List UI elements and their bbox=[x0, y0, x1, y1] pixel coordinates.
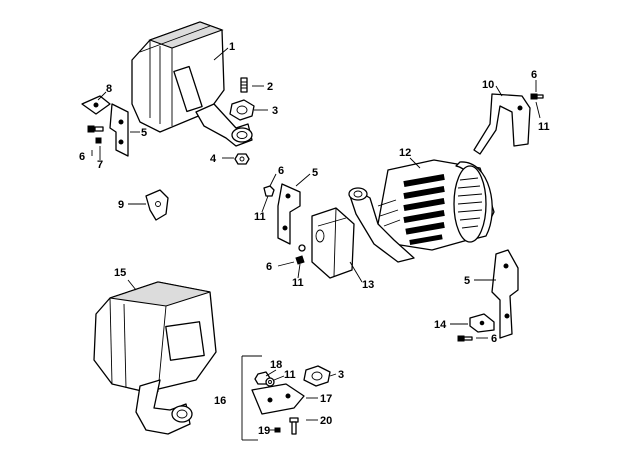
callout-13: 13 bbox=[362, 279, 374, 291]
nut bbox=[234, 153, 250, 165]
heat-shield-plate bbox=[311, 207, 355, 279]
bracket-part-9 bbox=[145, 189, 169, 221]
callout-15: 15 bbox=[114, 267, 126, 279]
gasket-upper bbox=[229, 99, 255, 121]
callout-6-mid: 6 bbox=[278, 165, 284, 177]
callout-11-mid-upper: 11 bbox=[254, 211, 266, 223]
washer-part-7 bbox=[95, 137, 102, 144]
callout-11-topright: 11 bbox=[538, 121, 550, 133]
washer-mid-lower bbox=[295, 244, 306, 265]
callout-11-mid-lower: 11 bbox=[292, 277, 304, 289]
washer-part-11 bbox=[265, 377, 275, 387]
callout-12: 12 bbox=[399, 147, 411, 159]
callout-18: 18 bbox=[270, 359, 282, 371]
clip-part-8 bbox=[81, 95, 111, 115]
clamp-part-14 bbox=[469, 313, 495, 333]
callout-4: 4 bbox=[210, 153, 217, 165]
callout-10: 10 bbox=[482, 79, 494, 91]
cooling-slots bbox=[403, 173, 445, 245]
end-mesh bbox=[457, 177, 483, 229]
cylindrical-muffler bbox=[348, 159, 495, 263]
callout-9: 9 bbox=[118, 199, 124, 211]
bracket-right-lower bbox=[491, 249, 519, 339]
lower-muffler bbox=[93, 281, 217, 435]
callout-8: 8 bbox=[106, 83, 112, 95]
callout-5-mid: 5 bbox=[312, 167, 318, 179]
callout-3-upper: 3 bbox=[272, 105, 278, 117]
bolt-part-20 bbox=[289, 417, 299, 435]
gasket-lower bbox=[303, 365, 331, 387]
bracket-part-17 bbox=[251, 383, 305, 415]
upper-muffler bbox=[131, 21, 253, 147]
callout-11-lower: 11 bbox=[284, 369, 296, 381]
bracket-part-10 bbox=[473, 93, 531, 155]
callout-6-right-lower: 6 bbox=[491, 333, 497, 345]
callout-19: 19 bbox=[258, 425, 270, 437]
callout-6-mid-lower: 6 bbox=[266, 261, 272, 273]
nut-mid bbox=[263, 185, 275, 197]
callout-14: 14 bbox=[434, 319, 447, 331]
bracket-mid bbox=[277, 183, 301, 245]
stud bbox=[240, 77, 248, 93]
bolt-part-6-lower bbox=[457, 335, 473, 342]
callout-1: 1 bbox=[229, 41, 235, 53]
callout-7: 7 bbox=[97, 159, 103, 171]
callout-2: 2 bbox=[267, 81, 273, 93]
callout-16: 16 bbox=[214, 395, 226, 407]
bracket-left bbox=[109, 103, 129, 157]
callout-5-right: 5 bbox=[464, 275, 470, 287]
bolt-part-6-left bbox=[87, 125, 104, 133]
callout-3-lower: 3 bbox=[338, 369, 344, 381]
bolt-part-6-topright bbox=[530, 93, 544, 100]
callout-6-topright: 6 bbox=[531, 69, 537, 81]
callout-6-left: 6 bbox=[79, 151, 85, 163]
callout-20: 20 bbox=[320, 415, 332, 427]
callout-17: 17 bbox=[320, 393, 332, 405]
callout-5-left: 5 bbox=[141, 127, 147, 139]
